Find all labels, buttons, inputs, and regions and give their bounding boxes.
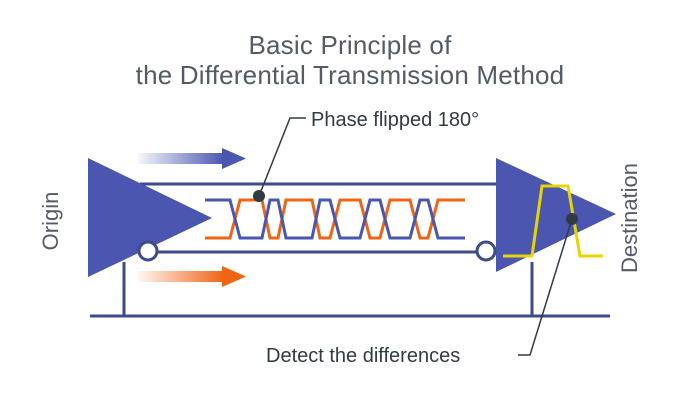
phase-callout-leader	[258, 117, 306, 197]
destination-terminal	[475, 240, 497, 262]
phase-callout-dot	[253, 190, 265, 202]
origin-driver-triangle	[88, 158, 212, 277]
diagram-title-line-2: the Differential Transmission Method	[135, 60, 565, 90]
received-signal-waveform	[503, 184, 603, 258]
destination-receiver-triangle	[496, 158, 616, 272]
waveform-blue	[205, 198, 465, 240]
signal-arrow-blue	[138, 148, 246, 169]
detect-callout-leader	[518, 218, 573, 356]
diagram-title-line-1: Basic Principle of	[248, 30, 452, 60]
origin-label: Origin	[38, 191, 63, 251]
detect-differences-label: Detect the differences	[266, 345, 461, 367]
origin-terminal	[137, 240, 159, 262]
destination-label: Destination	[617, 162, 642, 274]
phase-flipped-label: Phase flipped 180°	[311, 109, 480, 131]
detect-callout-dot	[566, 213, 578, 225]
signal-arrow-orange	[138, 266, 246, 287]
